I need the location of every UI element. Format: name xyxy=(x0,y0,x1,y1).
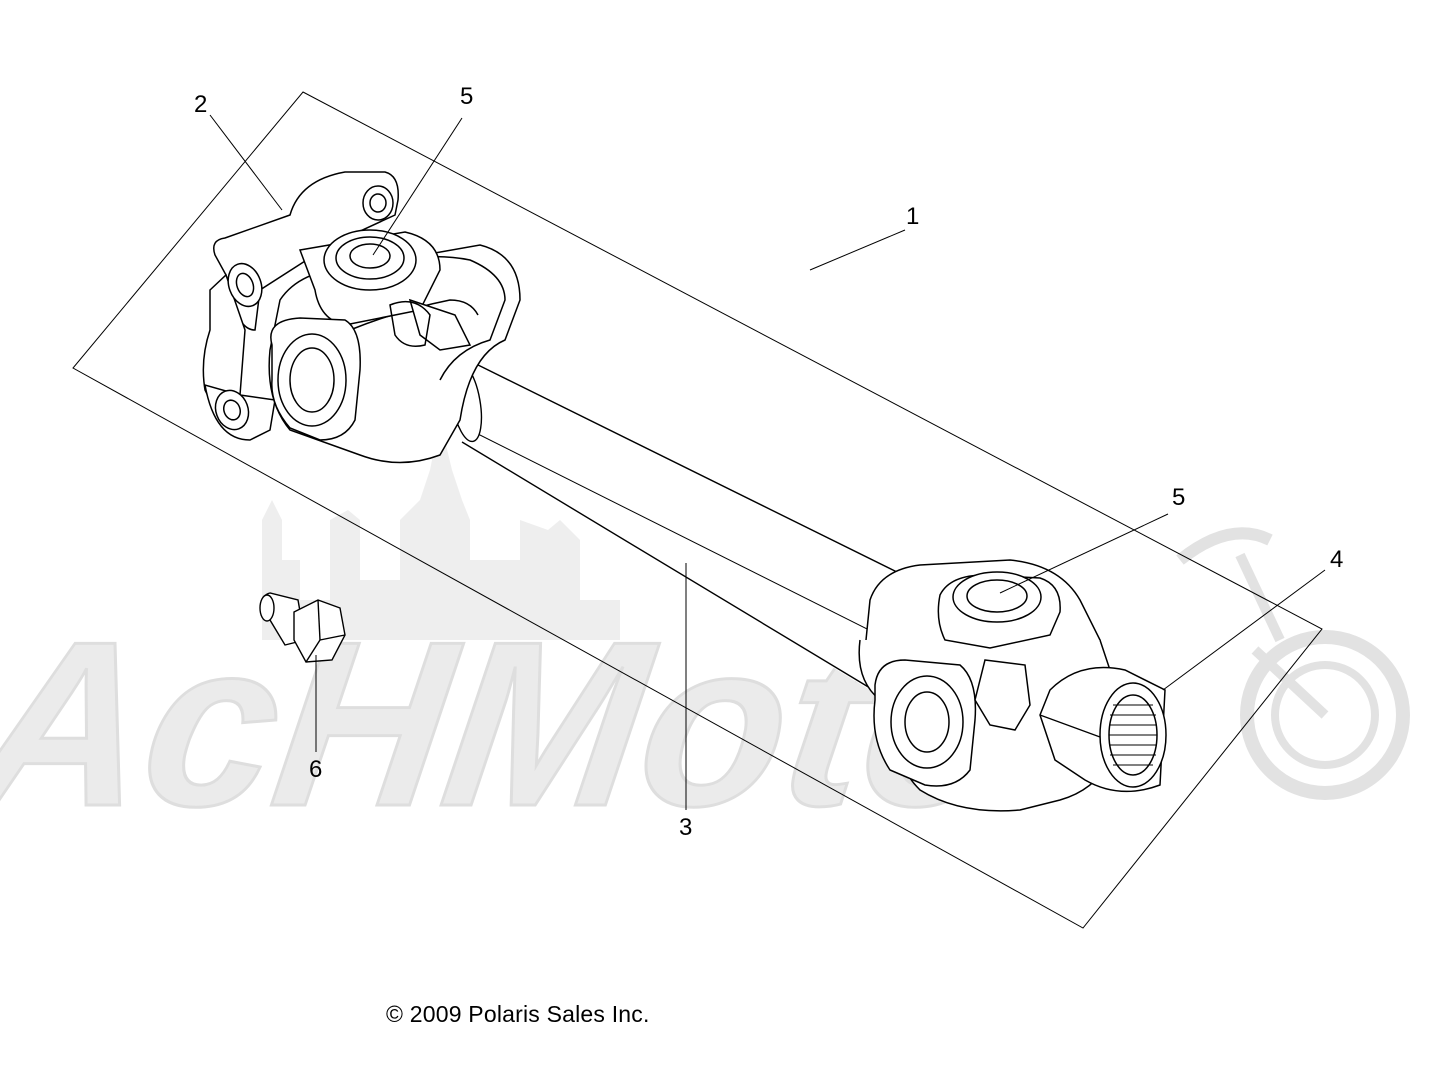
callout-4: 4 xyxy=(1330,546,1343,573)
leader-line-5-top xyxy=(372,117,463,256)
callout-2: 2 xyxy=(194,91,207,118)
callout-5-top: 5 xyxy=(460,83,473,110)
callout-5-right: 5 xyxy=(1172,484,1185,511)
callout-1: 1 xyxy=(906,203,919,230)
callout-3: 3 xyxy=(679,814,692,841)
watermark-motorcycle xyxy=(1176,527,1410,800)
copyright-notice: © 2009 Polaris Sales Inc. xyxy=(386,1001,650,1027)
watermark-skyline xyxy=(262,420,620,640)
callout-6: 6 xyxy=(309,756,322,783)
leader-line-5-right xyxy=(999,513,1169,594)
front-yoke-flange xyxy=(202,171,521,464)
rear-slip-yoke xyxy=(858,559,1167,812)
leader-line-1 xyxy=(809,229,906,271)
spline-teeth xyxy=(1109,704,1157,766)
leader-lines xyxy=(209,114,1326,810)
leader-line-2 xyxy=(209,114,283,211)
flange-bolt xyxy=(259,592,346,663)
leader-line-4 xyxy=(1162,569,1326,691)
assembly-outline xyxy=(72,91,1323,929)
